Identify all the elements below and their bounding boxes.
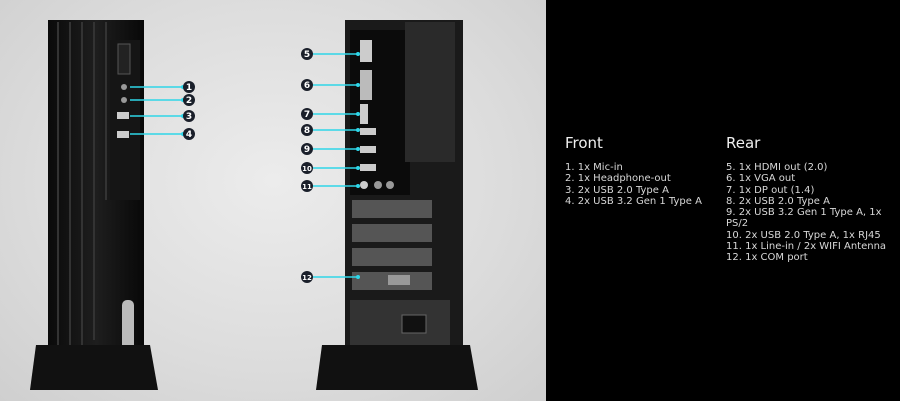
spec-panel: [546, 0, 900, 401]
rear-ports-list: 5. 1x HDMI out (2.0) 6. 1x VGA out 7. 1x…: [726, 162, 900, 264]
callout-10: 10: [302, 165, 312, 173]
front-tower: [30, 20, 158, 390]
list-item: 8. 2x USB 2.0 Type A: [726, 195, 830, 207]
list-item: 7. 1x DP out (1.4): [726, 184, 815, 196]
list-item: 9. 2x USB 3.2 Gen 1 Type A, 1x PS/2: [726, 207, 882, 230]
list-item: 2. 1x Headphone-out: [565, 173, 671, 185]
callout-9: 9: [304, 145, 310, 155]
list-item: 11. 1x Line-in / 2x WIFI Antenna: [726, 241, 887, 253]
list-item: 6. 1x VGA out: [726, 173, 796, 185]
callout-7: 7: [304, 110, 310, 120]
list-item: 10. 2x USB 2.0 Type A, 1x RJ45: [726, 229, 881, 241]
callout-6: 6: [304, 81, 310, 91]
rear-tower: [316, 20, 478, 390]
callout-8: 8: [304, 126, 310, 136]
callout-3: 3: [186, 112, 192, 122]
list-item: 4. 2x USB 3.2 Gen 1 Type A: [565, 195, 702, 207]
front-heading: Front: [565, 134, 603, 152]
callout-12: 12: [302, 274, 312, 282]
front-ports-section: Front 1. 1x Mic-in 2. 1x Headphone-out 3…: [565, 134, 702, 207]
callout-11: 11: [302, 183, 312, 191]
front-ports-list: 1. 1x Mic-in 2. 1x Headphone-out 3. 2x U…: [565, 162, 702, 207]
list-item: 5. 1x HDMI out (2.0): [726, 162, 828, 173]
callout-2: 2: [186, 96, 192, 106]
callout-lines: [130, 53, 358, 278]
rear-ports-section: Rear 5. 1x HDMI out (2.0) 6. 1x VGA out …: [726, 134, 900, 264]
product-image-panel: 1 2 3 4 5 6 7 8 9 10 11 12: [0, 0, 546, 401]
callout-1: 1: [186, 83, 192, 93]
rear-heading: Rear: [726, 134, 761, 152]
callout-5: 5: [304, 50, 310, 60]
pc-diagram: 1 2 3 4 5 6 7 8 9 10 11 12: [30, 20, 478, 390]
list-item: 12. 1x COM port: [726, 252, 808, 264]
list-item: 1. 1x Mic-in: [565, 162, 623, 173]
callout-4: 4: [186, 130, 192, 140]
list-item: 3. 2x USB 2.0 Type A: [565, 184, 669, 196]
